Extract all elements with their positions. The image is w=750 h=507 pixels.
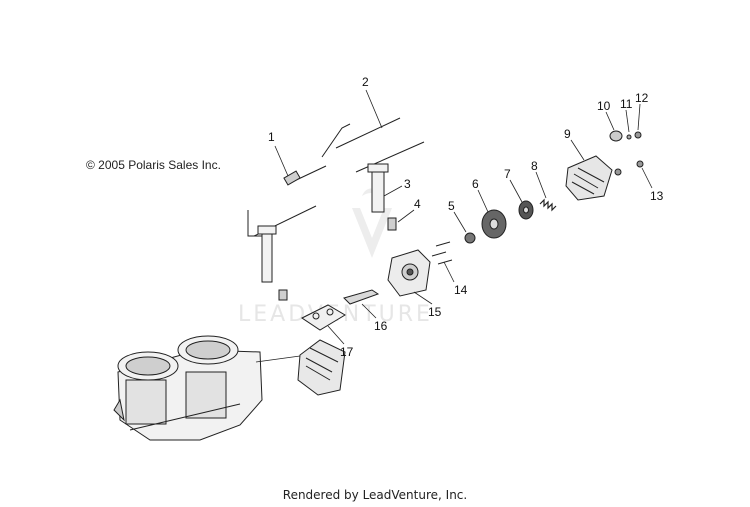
part-17-housing	[297, 339, 346, 396]
callout-1: 1	[268, 130, 275, 144]
part-11-washer	[626, 134, 632, 140]
callout-14: 14	[454, 283, 468, 297]
part-1-fitting	[278, 170, 301, 301]
callout-3: 3	[404, 177, 411, 191]
part-10-fitting	[609, 130, 623, 142]
part-14-bolts	[431, 241, 453, 265]
part-6-gear	[481, 209, 507, 239]
part-8-spring	[539, 198, 557, 212]
callout-10: 10	[597, 99, 611, 113]
cylinder-block	[113, 335, 263, 441]
callout-16: 16	[374, 319, 388, 333]
callout-15: 15	[428, 305, 442, 319]
callout-5: 5	[448, 199, 455, 213]
callout-13: 13	[650, 189, 664, 203]
part-16-lever	[343, 289, 380, 305]
callout-2: 2	[362, 75, 369, 89]
part-7-gear	[518, 200, 534, 220]
callout-6: 6	[472, 177, 479, 191]
part-4-fitting	[387, 217, 397, 231]
callout-7: 7	[504, 167, 511, 181]
callout-numbers: 1 2 3 4 5 6 7 8 9 10 11 12 13 14 15 16 1…	[268, 75, 664, 359]
part-15-pump-body	[387, 249, 431, 297]
rod-right	[367, 163, 389, 213]
part-9-cover	[565, 155, 613, 201]
rod-left	[257, 225, 277, 283]
callout-8: 8	[531, 159, 538, 173]
leader-lines	[255, 89, 653, 363]
callout-9: 9	[564, 127, 571, 141]
part-17-gasket	[301, 304, 346, 331]
part-12-screw	[634, 131, 642, 139]
footer-text: Rendered by LeadVenture, Inc.	[282, 488, 468, 502]
callout-4: 4	[414, 197, 421, 211]
part-13-screws	[614, 160, 644, 176]
callout-12: 12	[635, 91, 649, 105]
callout-11: 11	[620, 97, 633, 111]
part-5-nut	[464, 232, 476, 244]
copyright-text: © 2005 Polaris Sales Inc.	[86, 158, 221, 172]
callout-17: 17	[340, 345, 354, 359]
